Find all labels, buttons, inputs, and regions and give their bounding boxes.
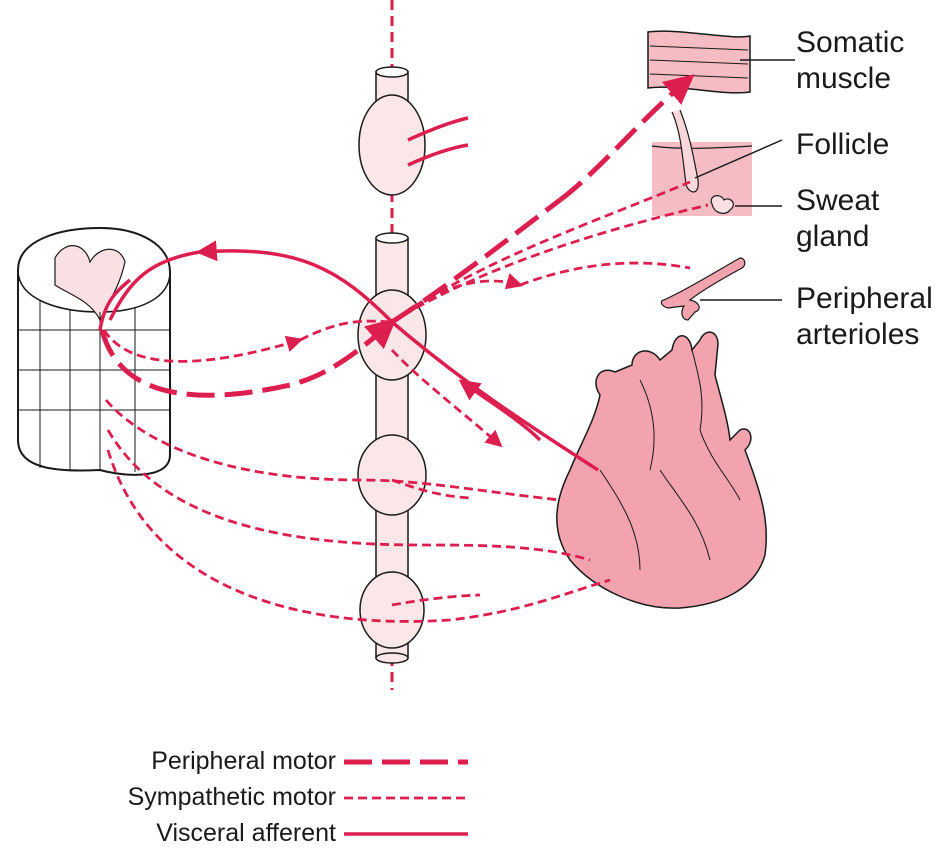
label-arterioles-line1: Peripheral xyxy=(796,282,933,316)
ganglion-2 xyxy=(358,435,426,515)
legend-label-peripheral-motor: Peripheral motor xyxy=(6,747,336,775)
sympathetic-motor-path-8 xyxy=(106,400,560,500)
label-somatic-muscle-line1: Somatic xyxy=(796,26,904,60)
sympathetic-chain xyxy=(358,67,426,663)
sympathetic-motor-path-6 xyxy=(392,182,690,322)
label-arterioles-line2: arterioles xyxy=(796,318,919,352)
label-sweat-gland-line1: Sweat xyxy=(796,184,879,218)
visceral-afferent-pathways xyxy=(100,118,598,470)
legend-swatches xyxy=(344,762,468,834)
ganglion-top xyxy=(359,95,425,195)
spinal-cord-segment xyxy=(18,228,170,475)
label-sweat-gland-line2: gland xyxy=(796,220,869,254)
visceral-afferent-path-3 xyxy=(462,382,540,440)
ganglion-3 xyxy=(360,572,424,648)
heart xyxy=(557,332,766,608)
legend-label-sympathetic-motor: Sympathetic motor xyxy=(6,783,336,811)
somatic-muscle xyxy=(648,31,795,93)
sympathetic-motor-path-4 xyxy=(520,263,690,285)
ganglion-1 xyxy=(358,290,426,380)
label-follicle: Follicle xyxy=(796,128,889,162)
label-somatic-muscle-line2: muscle xyxy=(796,62,891,96)
legend-label-visceral-afferent: Visceral afferent xyxy=(6,819,336,847)
